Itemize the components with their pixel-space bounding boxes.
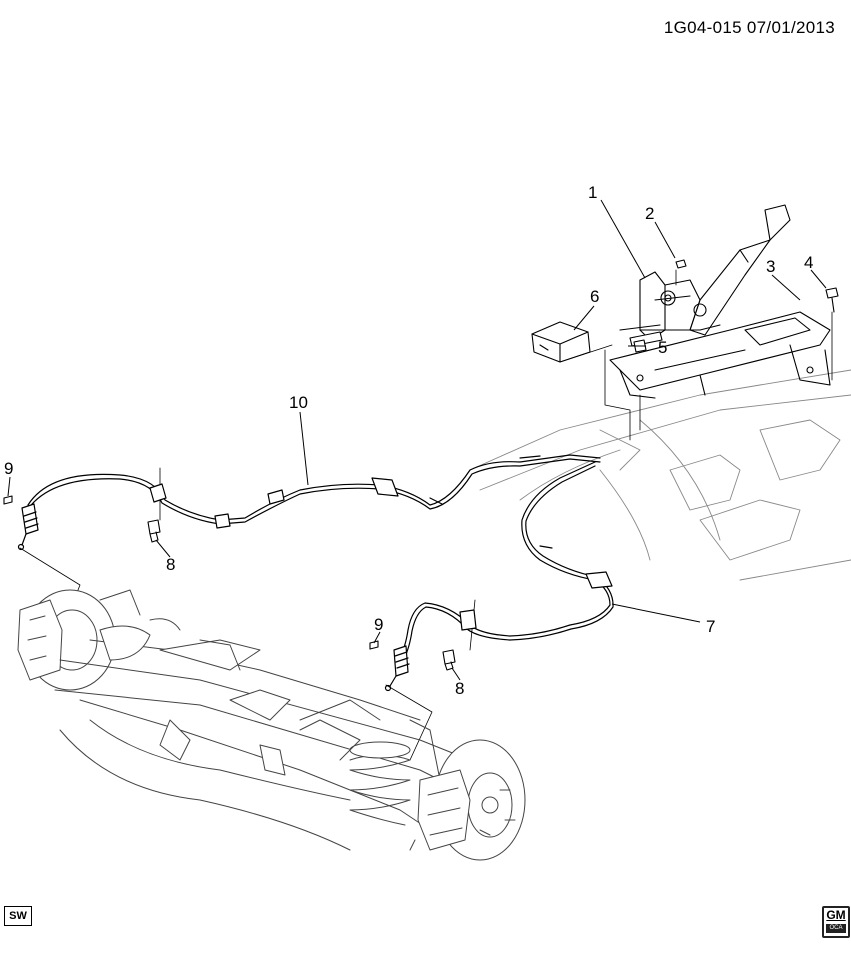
nut-2 bbox=[675, 259, 687, 269]
floor-pan bbox=[469, 369, 851, 581]
console-cover bbox=[531, 321, 591, 363]
callout-8-left: 8 bbox=[166, 555, 175, 574]
diagram-reference: 1G04-015 07/01/2013 bbox=[663, 18, 835, 37]
callout-5: 5 bbox=[658, 338, 667, 357]
callout-9-right: 9 bbox=[374, 615, 383, 634]
lever-bracket bbox=[609, 311, 831, 399]
bolt-4 bbox=[825, 287, 839, 313]
clip-9-right bbox=[369, 640, 379, 650]
bolt-8-right bbox=[442, 649, 456, 671]
callout-2: 2 bbox=[645, 204, 654, 223]
callout-8-right: 8 bbox=[455, 679, 464, 698]
callout-4: 4 bbox=[804, 253, 813, 272]
callout-10: 10 bbox=[289, 393, 308, 412]
callout-7: 7 bbox=[706, 617, 715, 636]
gm-logo-icon: GM OCA bbox=[822, 906, 850, 938]
callout-leaders bbox=[7, 199, 827, 681]
gm-logo-text: GM bbox=[826, 908, 846, 922]
bolt-8-left bbox=[147, 519, 161, 543]
rear-axle-assembly bbox=[17, 589, 526, 861]
callout-6: 6 bbox=[590, 287, 599, 306]
callout-9-left: 9 bbox=[4, 459, 13, 478]
right-rear-cable bbox=[384, 461, 614, 692]
left-rear-cable bbox=[17, 454, 601, 551]
gm-logo-subtext: OCA bbox=[826, 924, 846, 933]
sw-badge: SW bbox=[4, 906, 32, 926]
clip-9-left bbox=[3, 495, 13, 505]
parking-brake-lever bbox=[619, 204, 791, 347]
callout-1: 1 bbox=[588, 183, 597, 202]
callout-3: 3 bbox=[766, 257, 775, 276]
